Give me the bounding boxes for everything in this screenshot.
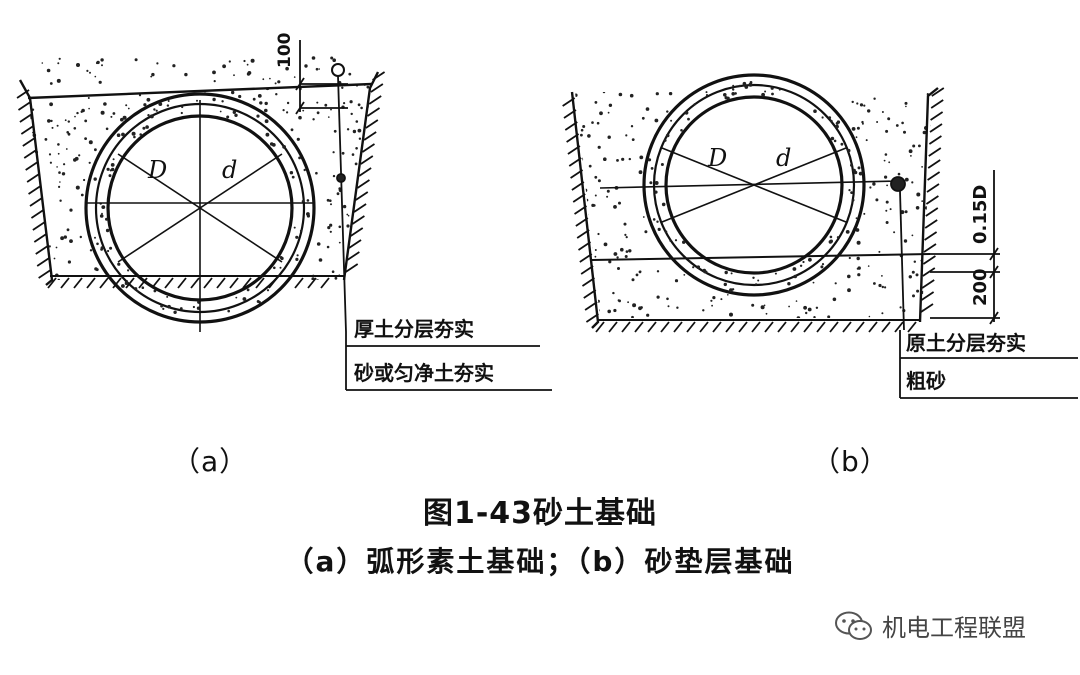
legend-a-row-1: 厚土分层夯实 [354, 317, 474, 341]
caption-subtitle: （a）弧形素土基础；（b）砂垫层基础 [285, 545, 795, 578]
trench-walls-a [16, 71, 386, 289]
watermark-text: 机电工程联盟 [882, 614, 1026, 642]
sublabel-a: （a） [172, 445, 249, 478]
pipe-inner-label-b: d [776, 144, 791, 172]
pipe-outer-label-a: D [147, 156, 167, 184]
legend-b-row-1: 原土分层夯实 [906, 331, 1026, 355]
diagram-b: 0.15D 200 D d 原土分层夯实 粗砂 [562, 73, 1078, 399]
legend-table-a [345, 332, 552, 391]
soil-stipple-a [28, 84, 371, 280]
dim-top-a: 100 [275, 32, 295, 68]
fill-surface-a [27, 82, 373, 100]
legend-table-b [899, 330, 1078, 399]
dim-side-1-b: 0.15D [970, 185, 991, 244]
sublabel-b: （b） [812, 445, 889, 478]
pipe-outer-label-b: D [707, 144, 727, 172]
trench-walls-b [562, 87, 945, 333]
surface-dots-a [41, 56, 352, 85]
soil-stipple-b [575, 92, 932, 318]
wechat-icon [835, 611, 872, 640]
watermark: 机电工程联盟 [834, 608, 1026, 643]
pipe-inner-label-a: d [222, 156, 237, 184]
diagram-a: 100 D d 厚土分层夯实 砂或匀净土夯实 [16, 32, 552, 391]
caption-title: 图1-43砂土基础 [422, 496, 658, 531]
dim-side-2-b: 200 [970, 268, 991, 306]
pipe-b [599, 73, 901, 297]
legend-a-row-2: 砂或匀净土夯实 [354, 361, 494, 385]
dimension-a [295, 40, 348, 333]
sand-bed-line-b [591, 253, 931, 261]
dimension-b [890, 170, 1000, 331]
legend-b-row-2: 粗砂 [906, 369, 946, 393]
pipe-a [84, 92, 316, 332]
